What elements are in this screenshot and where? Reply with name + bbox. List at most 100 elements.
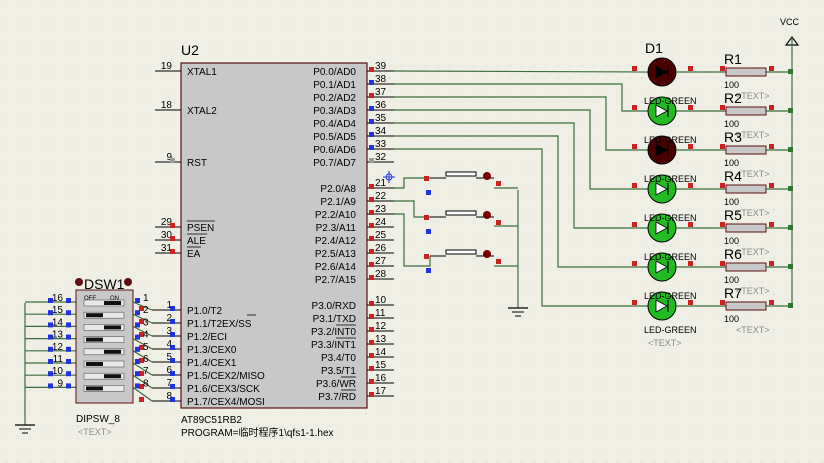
u2-right-pin-state (369, 145, 374, 150)
u2-right-pin-name: P3.1/TXD (313, 314, 356, 325)
u2-right-pin-name: P2.4/A12 (315, 236, 357, 247)
dsw-right-pin-state (135, 383, 140, 389)
u2-right-pin-state (369, 327, 374, 332)
resistor-body (725, 67, 767, 77)
dsw-left-pin-state (48, 298, 53, 303)
resistor-column: R1100<TEXT>R2100<TEXT>R3100<TEXT>R4100<T… (720, 51, 793, 335)
u2-right-pin-no: 38 (375, 74, 387, 85)
resistor-text: <TEXT> (736, 325, 770, 335)
dsw-right-pin-state (135, 310, 140, 316)
resistor-ref: R6 (724, 246, 742, 262)
resistor-value: 100 (724, 314, 739, 324)
led-pin-state (632, 144, 637, 149)
resistor-pin-state (720, 105, 725, 110)
resistor-body (725, 262, 767, 272)
resistor-ref: R2 (724, 90, 742, 106)
dsw-body[interactable] (75, 289, 134, 404)
dsw-left-pin-no: 12 (52, 342, 64, 353)
u2-right-pin-name: P3.3/INT1 (311, 340, 356, 351)
u2-right-pin-state (369, 236, 374, 241)
resistor-junction (788, 225, 793, 230)
dsw-right-pin-no: 2 (143, 305, 149, 316)
u2-right-pin-name: P3.7/RD (318, 392, 356, 403)
dsw-left-pin-state (48, 371, 53, 377)
resistor-pin-state (769, 300, 774, 305)
u2-left-pin-state (139, 332, 144, 337)
u2-right-pin-state (369, 314, 374, 319)
dsw-right-wire (132, 325, 153, 337)
dsw-left-pin-no: 16 (52, 293, 64, 304)
u2-left-pin-state (170, 249, 175, 254)
u2-left-pin-name: P1.0/T2 (187, 306, 222, 317)
u2-right-pin-no: 24 (375, 217, 387, 228)
resistor-value: 100 (724, 119, 739, 129)
u2-right-pin-state (369, 249, 374, 254)
u2-left-pin-name: ALE (187, 236, 206, 247)
led-pin-state (632, 183, 637, 188)
u2-right-pin-state (369, 93, 374, 98)
u2-left-pin-no: 8 (166, 391, 172, 402)
p2-wire (394, 177, 430, 189)
dsw-right-pin-no: 5 (143, 342, 149, 353)
u2-right-pin-state (369, 197, 374, 202)
u2-right-pin-no: 15 (375, 360, 387, 371)
u2-left-pin-no: 7 (166, 378, 172, 389)
resistor-junction (788, 303, 793, 308)
u2-right-pin-no: 27 (375, 256, 387, 267)
u2-right-pin-no: 16 (375, 373, 387, 384)
u2-body[interactable] (180, 62, 368, 409)
dsw-left-pin-no: 14 (52, 317, 64, 328)
u2-right-pin-state (369, 366, 374, 371)
resistor-body (725, 301, 767, 311)
u2-left-pin-state (170, 236, 175, 241)
led-pin-state (632, 105, 637, 110)
u2-right-pin-state (369, 262, 374, 267)
u2-left-pin-state (170, 345, 175, 350)
dsw-lever (86, 313, 103, 318)
dsw-slot (83, 360, 125, 368)
vcc-terminal[interactable]: VCC (780, 17, 800, 306)
u2-right-pin-state (369, 184, 374, 189)
led-type-label: LED-GREEN (644, 135, 697, 145)
dip-switch[interactable]: DSW1 DIPSW_8 <TEXT> OFF ON 1615141312111… (48, 276, 149, 437)
u2-right-pin-name: P2.5/A13 (315, 249, 357, 260)
p0-wire (394, 148, 648, 307)
dsw-text: <TEXT> (78, 427, 112, 437)
u2-left-pins: 19XTAL118XTAL29RST29PSEN30ALE31EA1P1.0/T… (139, 61, 265, 408)
button-pin-state (496, 181, 501, 186)
u2-right-pin-no: 39 (375, 61, 387, 72)
led-pin-state (688, 105, 693, 110)
button-pin-state (424, 215, 429, 220)
led-pin-state (632, 261, 637, 266)
led-diode-icon (655, 104, 668, 118)
dsw-left-pin-state (48, 334, 53, 340)
led-column: LED-GREENLED-GREENLED-GREENLED-GREENLED-… (632, 40, 726, 348)
u2-left-pin-state (170, 371, 175, 376)
u2-right-pin-no: 12 (375, 321, 387, 332)
p2-wire (394, 200, 430, 218)
led-pin-state (632, 66, 637, 71)
resistor-value: 100 (724, 158, 739, 168)
p0-wire (394, 135, 648, 268)
u2-left-pin-name: P1.1/T2EX/SS (187, 319, 252, 330)
dsw-marker-icon (75, 278, 83, 286)
u2-left-pin-state (170, 223, 175, 228)
u2-right-pin-state (369, 158, 374, 163)
dsw-marker-icon (124, 278, 132, 286)
u2-right-pin-name: P0.2/AD2 (313, 93, 356, 104)
dsw-right-pin-state (135, 334, 140, 340)
u2-left-pin-no: 5 (166, 352, 172, 363)
led-type-label: LED-GREEN (644, 213, 697, 223)
u2-right-pin-name: P3.0/RXD (312, 301, 356, 312)
u2-right-pin-state (369, 210, 374, 215)
button-cap (445, 249, 477, 255)
u2-right-pin-name: P2.3/A11 (316, 223, 357, 234)
u2-left-pin-state (170, 319, 175, 324)
u2-left-pin-no: 31 (161, 243, 173, 254)
resistor-value: 100 (724, 275, 739, 285)
led-diode-icon (655, 260, 668, 274)
u2-right-pin-name: P2.0/A8 (320, 184, 356, 195)
resistor-body (725, 106, 767, 116)
